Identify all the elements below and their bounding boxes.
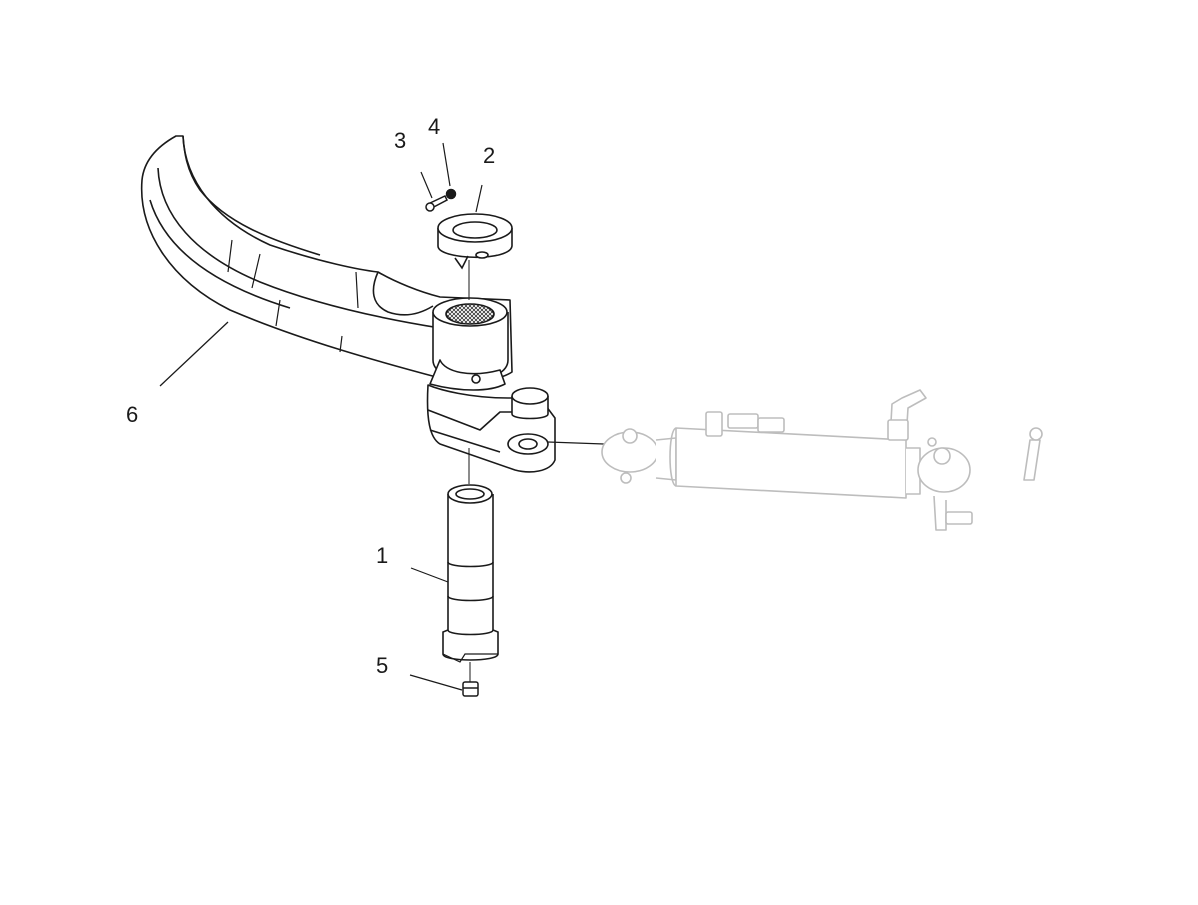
callout-1: 1: [376, 543, 389, 568]
callout-2: 2: [483, 143, 496, 168]
leader-line-6: [159, 321, 229, 387]
nut-part-4: [442, 142, 457, 200]
blade-arm-part-6: [140, 135, 605, 473]
fitting-part-5: [409, 662, 479, 697]
pin-part-1: [410, 484, 499, 663]
screw-part-3: [420, 171, 448, 212]
callout-6: 6: [126, 402, 139, 427]
hydraulic-cylinder-ghost: [601, 389, 1043, 531]
collar-part-2: [437, 184, 513, 270]
callout-3: 3: [394, 128, 407, 153]
callout-4: 4: [428, 114, 441, 139]
callout-5: 5: [376, 653, 389, 678]
